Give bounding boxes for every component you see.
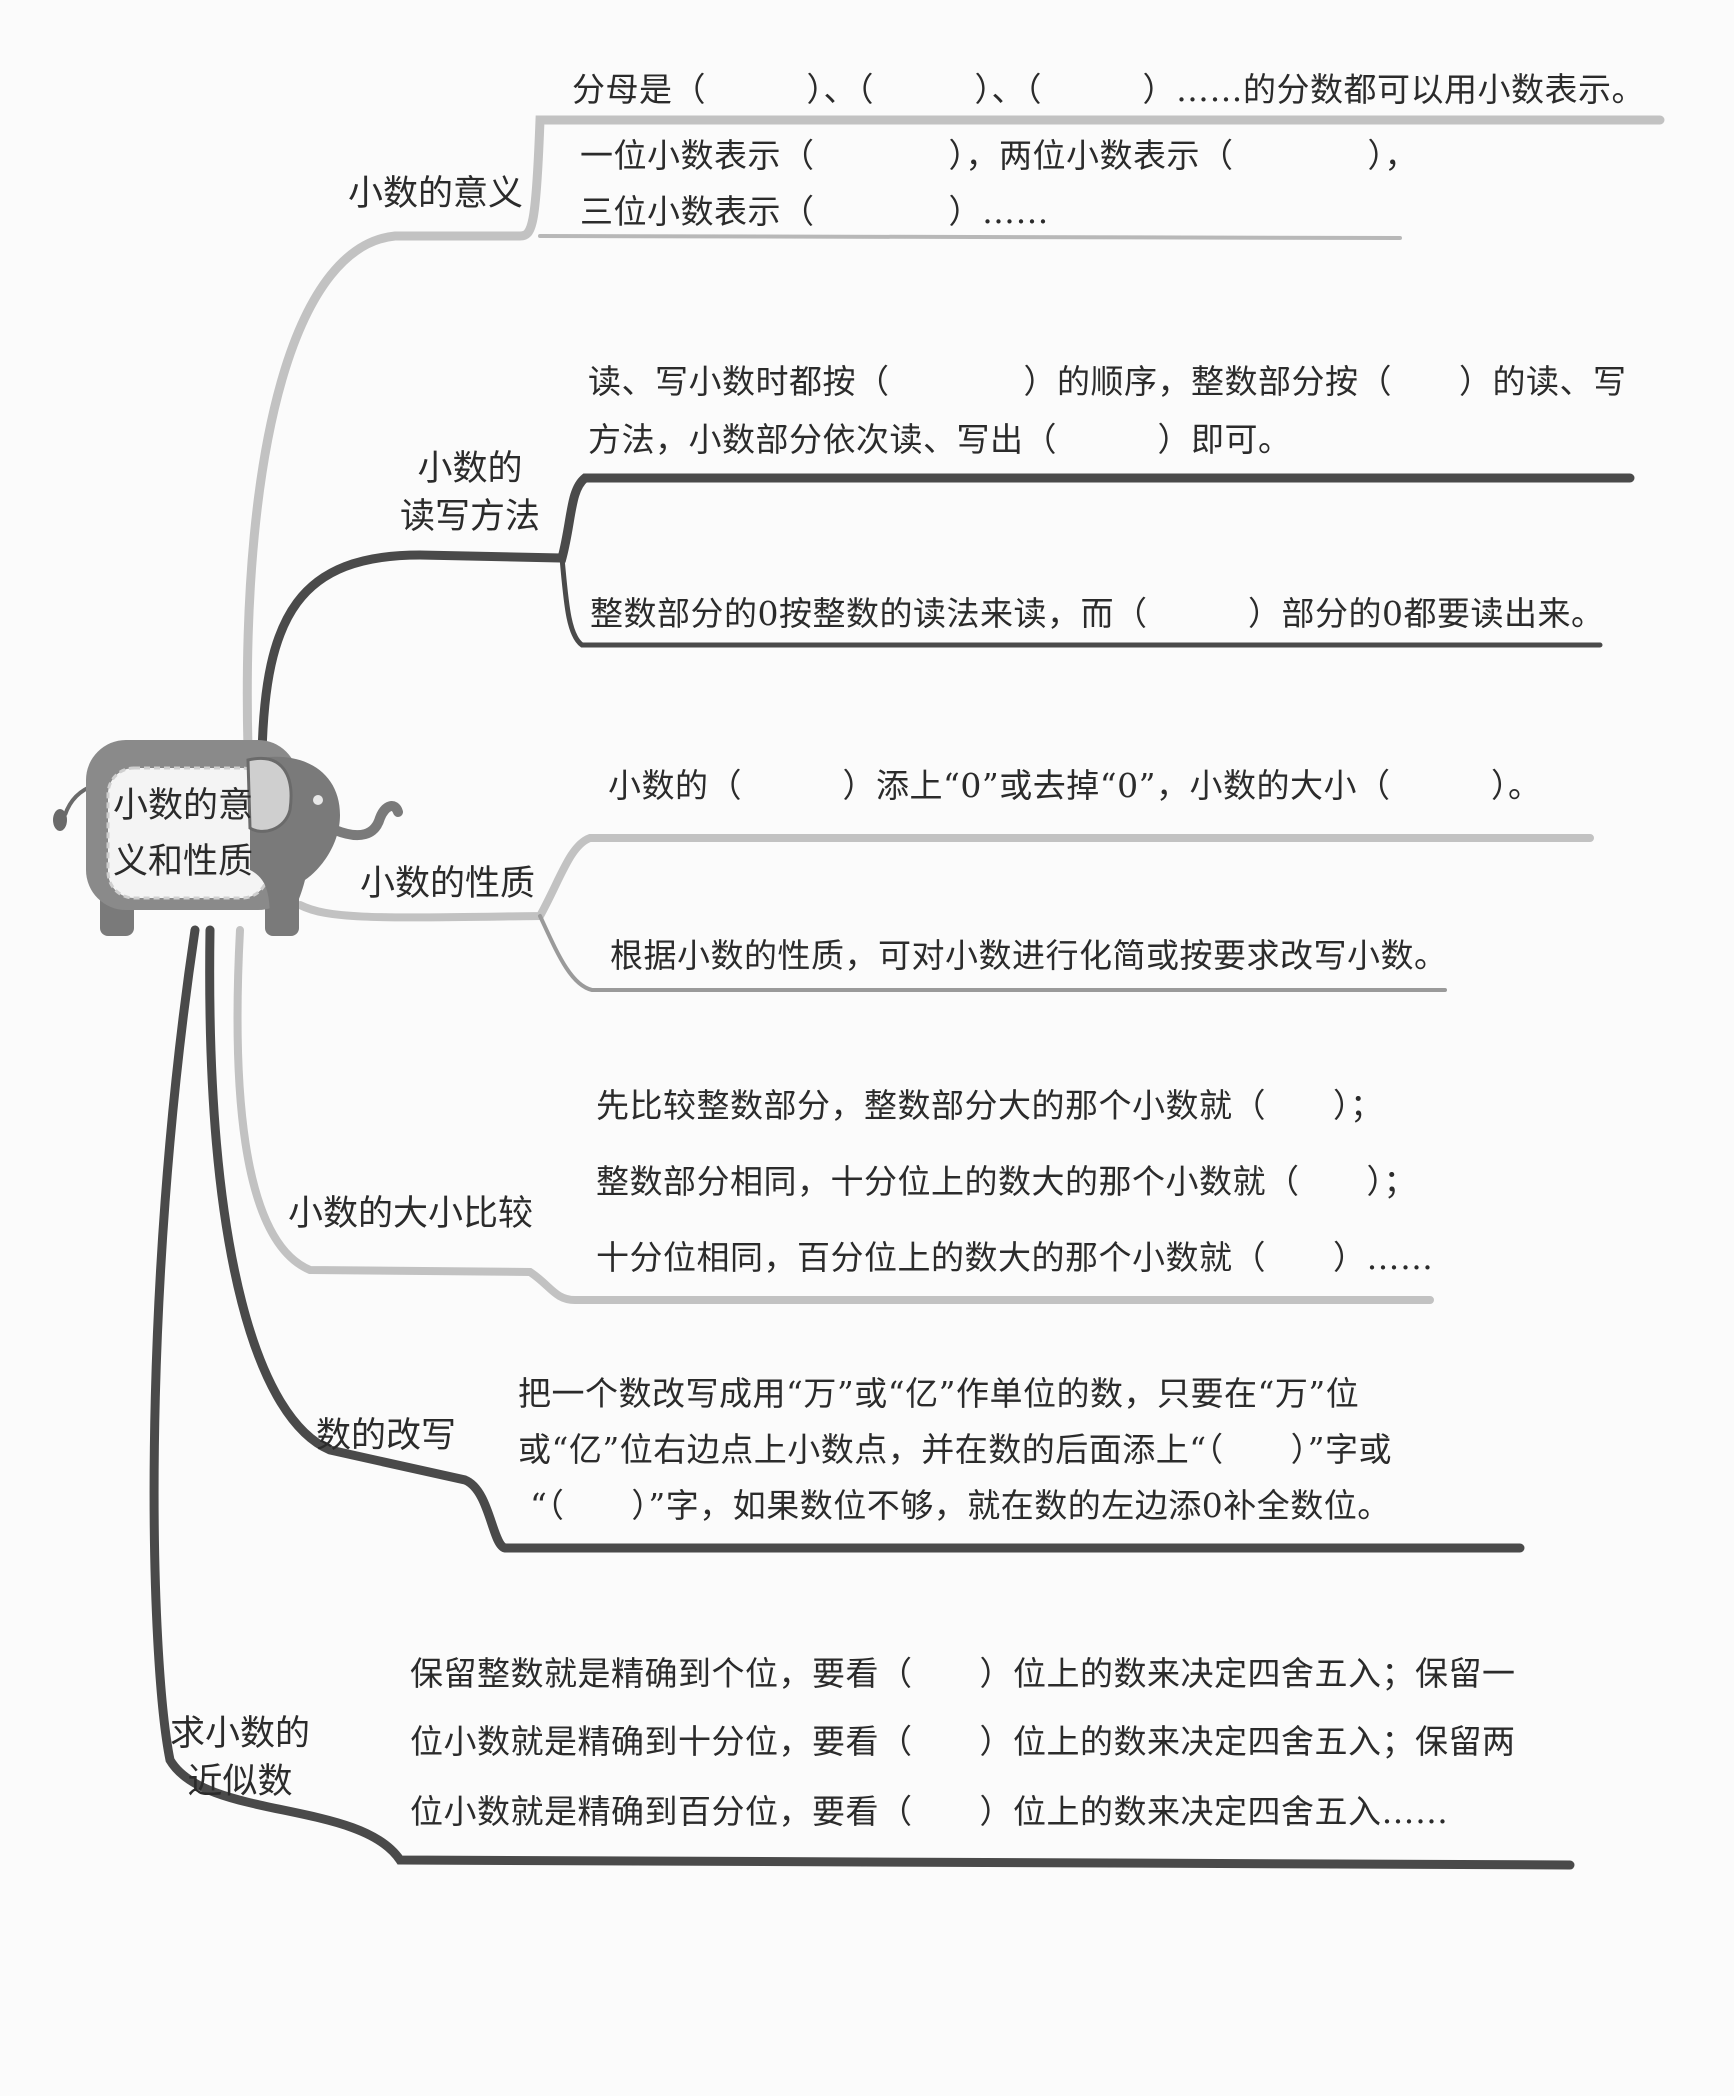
compare-line-1: 先比较整数部分，整数部分大的那个小数就（ ）；: [596, 1086, 1384, 1125]
property-line-2: 根据小数的性质，可对小数进行化简或按要求改写小数。: [610, 936, 1448, 975]
branch-curve-rewrite: [205, 925, 1525, 1553]
approx-line-3: 位小数就是精确到百分位，要看（ ）位上的数来决定四舍五入……: [410, 1792, 1449, 1831]
branch-label-meaning: 小数的意义: [348, 174, 524, 214]
compare-line-3: 十分位相同，百分位上的数大的那个小数就（ ）……: [596, 1238, 1434, 1277]
central-topic: 小数的意 义和性质: [108, 778, 258, 890]
branch-curve-compare: [233, 926, 1434, 1304]
readwrite-line-2: 方法，小数部分依次读、写出（ ）即可。: [588, 420, 1292, 459]
rewrite-line-3: “（ ）”字，如果数位不够，就在数的左边添0补全数位。: [530, 1486, 1391, 1525]
central-topic-line-2: 义和性质: [112, 842, 253, 882]
central-topic-line-1: 小数的意: [112, 786, 253, 826]
branch-label-property: 小数的性质: [360, 864, 536, 904]
meaning-line-1: 分母是（ ）、（ ）、（ ）……的分数都可以用小数表示。: [572, 70, 1645, 109]
branch-label-rewrite: 数的改写: [316, 1416, 457, 1456]
branch-label-readwrite: 小数的 读写方法: [400, 449, 541, 537]
approx-line-2: 位小数就是精确到十分位，要看（ ）位上的数来决定四舍五入；保留两: [410, 1722, 1516, 1761]
meaning-line-3: 三位小数表示（ ）……: [580, 192, 1049, 231]
branch-curve-approx: [149, 925, 1575, 1870]
rewrite-line-1: 把一个数改写成用“万”或“亿”作单位的数，只要在“万”位: [518, 1374, 1360, 1413]
compare-line-2: 整数部分相同，十分位上的数大的那个小数就（ ）；: [596, 1162, 1417, 1201]
branch-curve-meaning: [242, 115, 1665, 755]
branch-label-compare: 小数的大小比较: [288, 1194, 534, 1234]
meaning-line-2: 一位小数表示（ ），两位小数表示（ ），: [580, 136, 1418, 175]
branch-curve-readwrite: [257, 473, 1635, 760]
branch-underline-readwrite-2: [559, 555, 1603, 648]
branch-curve-property: [296, 834, 1594, 922]
elephant-icon: [53, 740, 403, 936]
readwrite-line-3: 整数部分的0按整数的读法来读，而（ ）部分的0都要读出来。: [590, 594, 1605, 633]
property-line-1: 小数的（ ）添上“0”或去掉“0”，小数的大小（ ）。: [608, 766, 1542, 805]
branch-label-approx: 求小数的 近似数: [170, 1714, 311, 1802]
readwrite-line-1: 读、写小数时都按（ ）的顺序，整数部分按（ ）的读、写: [588, 362, 1627, 401]
branch-underline-meaning-2: [538, 234, 1402, 240]
branch-underline-property-2: [538, 914, 1447, 992]
rewrite-line-2: 或“亿”位右边点上小数点，并在数的后面添上“（ ）”字或: [518, 1430, 1392, 1469]
approx-line-1: 保留整数就是精确到个位，要看（ ）位上的数来决定四舍五入；保留一: [410, 1654, 1516, 1693]
